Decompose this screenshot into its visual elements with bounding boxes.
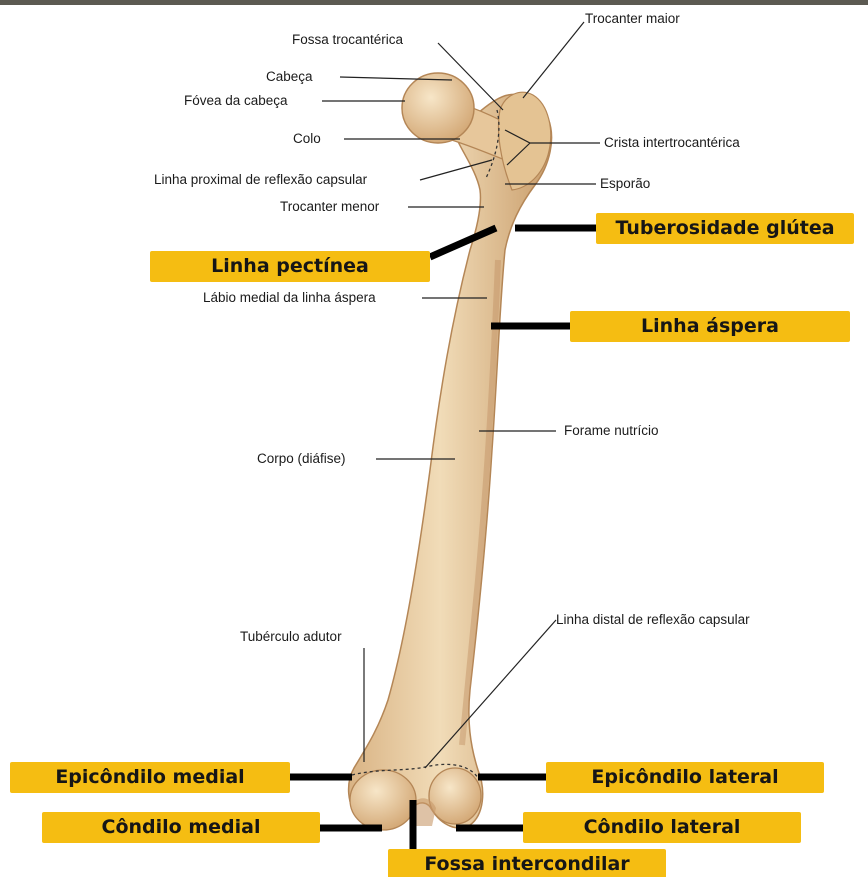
label-colo: Colo bbox=[293, 131, 321, 147]
label-fovea-da-cabeca: Fóvea da cabeça bbox=[184, 93, 288, 109]
tag-tuberosidade-glutea: Tuberosidade glútea bbox=[596, 213, 854, 244]
label-crista-intertrocanterica: Crista intertrocantérica bbox=[604, 135, 740, 151]
tag-epicondilo-lateral: Epicôndilo lateral bbox=[546, 762, 824, 793]
femur-head bbox=[402, 73, 474, 143]
label-esporao: Esporão bbox=[600, 176, 650, 192]
label-forame-nutricio: Forame nutrício bbox=[564, 423, 659, 439]
lateral-condyle bbox=[429, 768, 481, 824]
tag-condilo-medial: Côndilo medial bbox=[42, 812, 320, 843]
tag-condilo-lateral: Côndilo lateral bbox=[523, 812, 801, 843]
label-tuberculo-adutor: Tubérculo adutor bbox=[240, 629, 342, 645]
label-trocanter-menor: Trocanter menor bbox=[280, 199, 379, 215]
label-labio-medial: Lábio medial da linha áspera bbox=[203, 290, 376, 306]
label-linha-proximal: Linha proximal de reflexão capsular bbox=[154, 172, 367, 188]
label-fossa-trocanterica: Fossa trocantérica bbox=[292, 32, 403, 48]
label-trocanter-maior: Trocanter maior bbox=[585, 11, 680, 27]
label-cabeca: Cabeça bbox=[266, 69, 313, 85]
tag-linha-pectinea: Linha pectínea bbox=[150, 251, 430, 282]
label-corpo: Corpo (diáfise) bbox=[257, 451, 346, 467]
medial-condyle bbox=[350, 770, 416, 830]
tag-epicondilo-medial: Epicôndilo medial bbox=[10, 762, 290, 793]
tag-fossa-intercondilar: Fossa intercondilar bbox=[388, 849, 666, 877]
greater-trochanter bbox=[499, 92, 551, 190]
tag-linha-aspera: Linha áspera bbox=[570, 311, 850, 342]
label-linha-distal: Linha distal de reflexão capsular bbox=[556, 612, 750, 628]
